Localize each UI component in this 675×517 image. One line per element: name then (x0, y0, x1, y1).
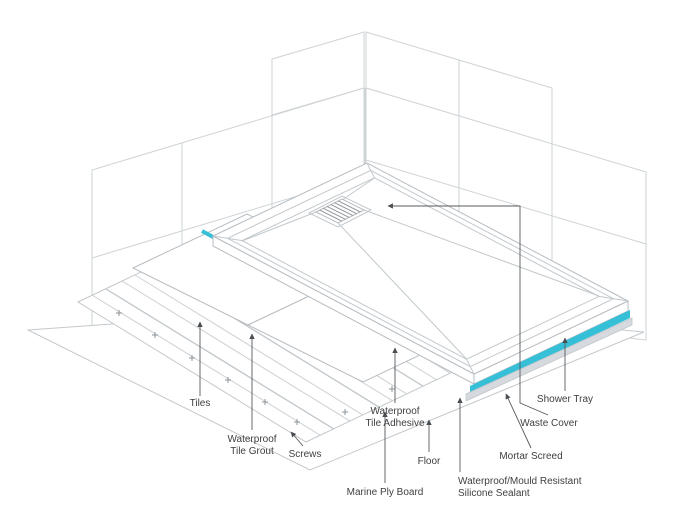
sealant-label-line1: Waterproof/Mould Resistant (458, 476, 582, 487)
adhesive-label-line2: Tile Adhesive (365, 418, 425, 429)
wood-grain-line (121, 280, 385, 442)
grate-slot (334, 202, 357, 215)
shower-tray (211, 162, 633, 402)
screw-icon (262, 399, 268, 405)
screws-label: Screws (289, 449, 322, 460)
screw-icon (116, 310, 122, 316)
grate-slot (319, 209, 342, 222)
marine-ply-label: Marine Ply Board (347, 487, 424, 498)
wood-grain-line (105, 288, 369, 442)
crease-line (363, 209, 600, 297)
screw-icon (342, 409, 348, 415)
basin-slope-creases (241, 177, 600, 360)
screw-icon (389, 386, 395, 392)
grate-slot (330, 204, 354, 217)
adhesive-label-line1: Waterproof (370, 406, 419, 417)
tiles-label: Tiles (190, 398, 211, 409)
crease-line (341, 177, 375, 201)
labels: Tiles Waterproof Tile Grout Screws Water… (190, 394, 593, 499)
screw-icon (189, 355, 195, 361)
screw-icon (294, 419, 300, 425)
screws-group (116, 310, 395, 425)
miter-line (212, 235, 243, 242)
waste-cover-leader (387, 203, 549, 416)
sealant-label-line2: Silicone Sealant (458, 488, 530, 499)
drain-recess-outline (307, 195, 373, 228)
shower-tray-label: Shower Tray (537, 394, 593, 405)
crease-line (241, 211, 317, 242)
waste-cover-drain (307, 195, 373, 228)
wood-grain-line (134, 274, 398, 437)
screw-icon (152, 332, 158, 338)
grate-slot (323, 207, 346, 220)
screws-leader (290, 431, 304, 447)
screw-icon (225, 377, 231, 383)
mortar-leader (505, 393, 532, 449)
tray-corner-miters (212, 162, 629, 375)
drain-grate (314, 198, 366, 224)
mortar-label: Mortar Screed (499, 451, 562, 462)
wood-grain-line (91, 294, 355, 442)
grate-slot (338, 200, 361, 213)
miter-line (366, 162, 375, 179)
grout-label-line2: Tile Grout (230, 446, 274, 457)
mortar-screed-layer (465, 317, 633, 402)
silicone-sealant-strip (470, 310, 630, 394)
crease-line (337, 222, 467, 360)
waste-cover-label: Waste Cover (520, 418, 578, 429)
wall-tile-seam (365, 159, 647, 245)
grate-slot (326, 205, 350, 218)
floor-label: Floor (418, 456, 441, 467)
miter-line (466, 358, 475, 375)
miter-line (598, 295, 629, 302)
drain-grate-slots (319, 200, 361, 222)
leader-lines (197, 203, 568, 483)
grout-label-line1: Waterproof (227, 434, 276, 445)
